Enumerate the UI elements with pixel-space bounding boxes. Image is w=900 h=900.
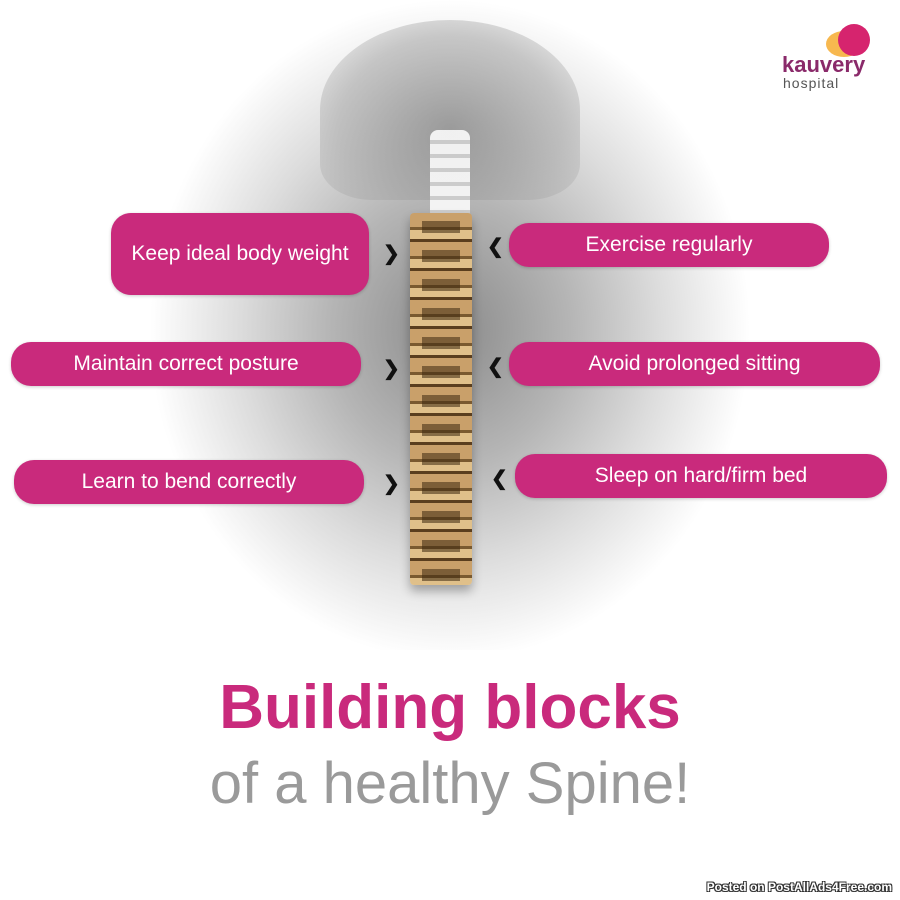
logo-sub: hospital [783,75,840,91]
chevron-left-icon: ❮ [491,468,508,490]
chevron-left-icon: ❮ [487,236,504,258]
chevron-left-icon: ❮ [487,356,504,378]
headline-subtitle: of a healthy Spine! [209,751,691,816]
watermark: Posted on PostAllAds4Free.com [706,880,892,894]
logo-petal-icon [826,24,870,57]
chevron-right-icon: ❯ [383,358,400,380]
tip-left-3: Learn to bend correctly [14,460,364,504]
neck-vertebrae [430,130,470,220]
tip-left-2: Maintain correct posture [11,342,361,386]
tip-right-3: Sleep on hard/firm bed [515,454,887,498]
chevron-right-icon: ❯ [383,473,400,495]
tip-right-1: Exercise regularly [509,223,829,267]
kauvery-logo: kauvery hospital [782,22,882,92]
tip-right-2: Avoid prolonged sitting [509,342,880,386]
chevron-right-icon: ❯ [383,243,400,265]
tip-left-1: Keep ideal body weight [111,213,369,295]
logo-brand: kauvery [782,52,866,77]
wooden-block-spine [410,213,472,585]
headline-title: Building blocks [219,673,681,742]
